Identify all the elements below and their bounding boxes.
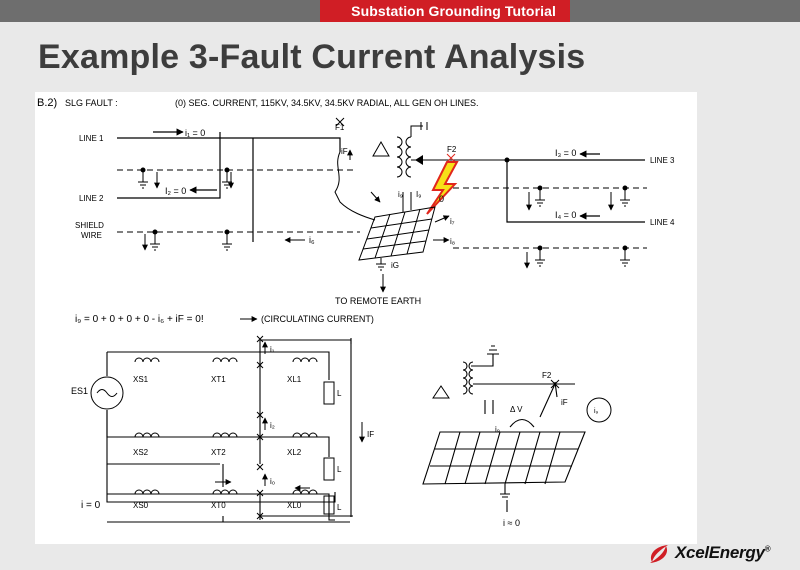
i-loop-label: i₉	[594, 408, 599, 415]
i6-label: i₆	[309, 235, 315, 245]
f2-label-lower: F2	[542, 371, 552, 380]
ground-symbols-left	[138, 167, 232, 251]
line-4-label: LINE 4	[650, 218, 675, 227]
circulating-label: (CIRCULATING CURRENT)	[261, 314, 374, 324]
xl1-label: XL1	[287, 375, 302, 384]
fault-diagram: B.2) SLG FAULT : (0) SEG. CURRENT, 115KV…	[37, 97, 675, 528]
brand-text: XcelEnergy	[675, 543, 765, 562]
slide-title: Example 3-Fault Current Analysis	[38, 38, 586, 76]
bus-arrow	[415, 155, 423, 165]
i9b-label: I₉	[416, 190, 421, 199]
header-bar: Substation Grounding Tutorial	[0, 0, 800, 22]
dashed-ground-wires-left	[117, 169, 360, 233]
shield-label-1: SHIELD	[75, 221, 104, 230]
if-small-label: iF	[561, 398, 568, 407]
i7-arrow	[434, 215, 450, 223]
xs0-label: XS0	[133, 501, 149, 510]
i2-eq: I₂ = 0	[165, 186, 186, 196]
line-2	[117, 132, 221, 199]
xs1-label: XS1	[133, 375, 149, 384]
xs2-label: XS2	[133, 448, 149, 457]
f1-marker	[335, 117, 345, 127]
ground-grid-mat	[358, 206, 436, 261]
source-es1-icon	[90, 376, 124, 410]
i9-small-label: i₉	[495, 425, 500, 434]
f2-label: F2	[447, 145, 457, 154]
xcel-swirl-icon	[650, 545, 668, 563]
current-equation: i₉ = 0 + 0 + 0 + 0 - i₆ + iF = 0!	[75, 314, 204, 325]
delta-winding-icon	[372, 140, 390, 157]
shield-label-2: WIRE	[81, 231, 102, 240]
section-label: B.2)	[37, 97, 57, 109]
mat-ground	[376, 258, 386, 293]
xt1-label: XT1	[211, 375, 226, 384]
circulating-loop-icon	[586, 397, 612, 423]
line-3-label: LINE 3	[650, 156, 675, 165]
xt0-label: XT0	[211, 501, 226, 510]
ground-symbols-right	[535, 185, 630, 267]
ig-label: iG	[391, 261, 399, 270]
fault-f1-path	[334, 151, 376, 221]
i9-label: i₉	[398, 190, 403, 199]
dv-label: Δ V	[510, 405, 523, 414]
fault-type-label: SLG FAULT :	[65, 98, 118, 108]
lightning-bolt-icon	[426, 161, 459, 215]
brand-name: XcelEnergy®	[675, 543, 770, 563]
if-label: iF	[341, 147, 348, 156]
i-approx-label: i ≈ 0	[503, 518, 520, 528]
trademark: ®	[764, 544, 771, 554]
i4-eq: I₄ = 0	[555, 210, 576, 220]
diagram-caption: (0) SEG. CURRENT, 115KV, 34.5KV, 34.5KV …	[175, 98, 478, 108]
remote-earth-label: TO REMOTE EARTH	[335, 296, 421, 306]
i8-label: i₈	[450, 237, 455, 246]
xt2-label: XT2	[211, 448, 226, 457]
inductor-coils	[134, 357, 335, 515]
transformer-coils	[396, 122, 505, 178]
i1-label: i₁	[270, 345, 275, 354]
diagram-panel: B.2) SLG FAULT : (0) SEG. CURRENT, 115KV…	[35, 92, 697, 544]
line-1	[117, 128, 341, 242]
sine-wave-icon	[96, 389, 118, 397]
i-zero-label: i = 0	[81, 500, 101, 511]
line-3	[505, 150, 645, 223]
l-label-1: L	[337, 389, 342, 398]
i0-label: i₀	[270, 477, 275, 486]
header-title-tab: Substation Grounding Tutorial	[320, 0, 570, 22]
i7-label: i₇	[450, 217, 455, 226]
line-1-label: LINE 1	[79, 134, 104, 143]
sequence-network	[106, 338, 353, 523]
dashed-ground-wires-right	[453, 187, 647, 249]
l-label-3: L	[337, 503, 342, 512]
line-2-label: LINE 2	[79, 194, 104, 203]
if-big-label: IF	[367, 430, 374, 439]
f2-marker	[446, 153, 456, 163]
f2-marker-lower	[550, 379, 560, 389]
x-junctions	[256, 335, 264, 520]
fault-detail-diagram	[422, 345, 586, 512]
i1-eq: i₁ = 0	[185, 128, 205, 138]
es1-label: ES1	[71, 386, 88, 396]
xl2-label: XL2	[287, 448, 302, 457]
xl0-label: XL0	[287, 501, 302, 510]
delta-winding-icon-2	[432, 385, 450, 399]
tutorial-label: Substation Grounding Tutorial	[351, 3, 556, 19]
f1-label: F1	[335, 123, 345, 132]
zero-label: 0	[439, 194, 444, 204]
i9-arrow	[370, 191, 381, 203]
l-label-2: L	[337, 465, 342, 474]
i2-label: i₂	[270, 421, 275, 430]
i3-eq: I₃ = 0	[555, 148, 576, 158]
transformer-neutral	[402, 192, 412, 212]
bus-node	[504, 157, 510, 163]
xcel-energy-logo: XcelEnergy®	[646, 542, 796, 566]
